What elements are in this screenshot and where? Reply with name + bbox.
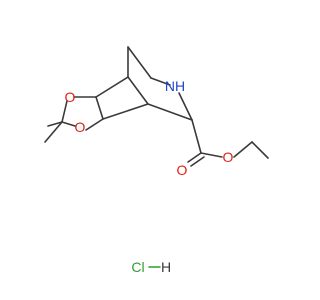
bond-c-c-fusion (95, 96, 104, 120)
bond-skeleton (44, 46, 269, 167)
bond-n-c-ester (178, 92, 193, 121)
bond-carbonyl-o-ester (200, 152, 223, 158)
bond-cme2-o-top (61, 100, 68, 123)
carbonyl-oxygen-label: O (177, 162, 188, 178)
bond-o-bottom-cme2 (61, 121, 76, 127)
bond-carbonyl-double-1 (187, 152, 202, 163)
chlorine-label: Cl (131, 259, 144, 275)
bond-methyl-upper (47, 121, 63, 127)
bond-methyl-lower (44, 121, 63, 143)
ester-oxygen-label: O (223, 149, 234, 165)
bond-c-o-bottom (85, 118, 104, 131)
bond-carbonyl-double-2 (190, 156, 205, 167)
bond-c-upper-bridgehead (95, 76, 129, 98)
bond-bridgehead-c-lower (102, 103, 149, 120)
amine-label: NH (165, 78, 185, 94)
bond-bridgehead-upper (127, 76, 149, 105)
bond-ethyl-ch3 (251, 141, 269, 159)
hydrogen-label: H (161, 259, 171, 275)
bond-bridgehead-top-n (150, 77, 171, 86)
bond-c-carbonyl (191, 119, 202, 154)
bond-bridge-right (127, 46, 152, 79)
bond-c-ester-bridgehead (147, 103, 193, 121)
ring-oxygen-top-label: O (65, 89, 76, 105)
chemical-structure-diagram: O O NH O O Cl H (44, 46, 269, 275)
bond-o-ethyl-ch2 (233, 141, 253, 158)
ring-oxygen-bottom-label: O (75, 119, 86, 135)
hcl-salt: Cl H (131, 259, 171, 275)
